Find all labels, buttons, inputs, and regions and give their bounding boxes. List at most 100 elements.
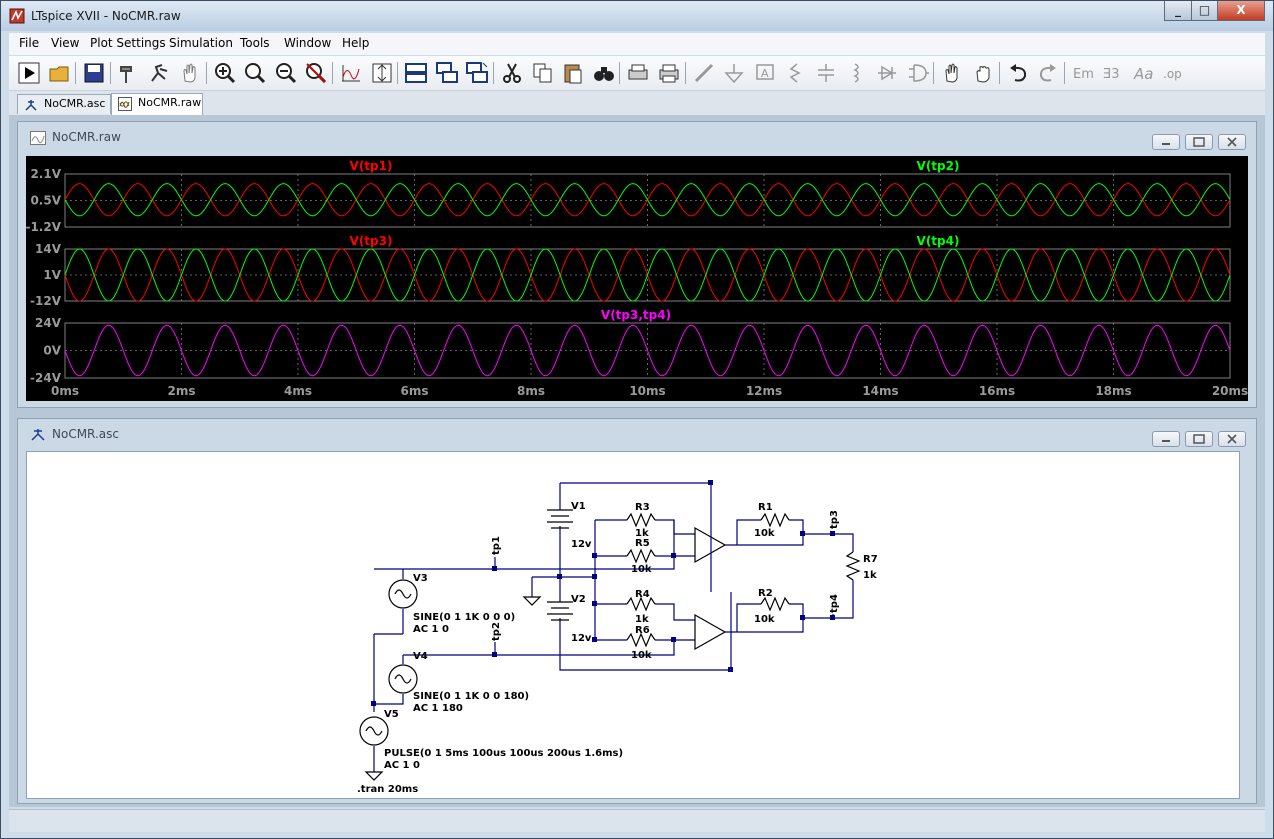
menu-window[interactable]: Window (284, 36, 332, 50)
tile-vertical-button[interactable] (465, 61, 489, 85)
label-r2[interactable]: R2 (758, 588, 773, 599)
copy-button[interactable] (531, 61, 555, 85)
maximize-button[interactable]: □ (1191, 1, 1218, 21)
resistor-r1[interactable] (760, 512, 790, 528)
ground-symbol-v5[interactable] (364, 771, 384, 781)
label-r1[interactable]: R1 (758, 502, 773, 513)
label-tran-directive[interactable]: .tran 20ms (357, 784, 418, 795)
zoom-in-button[interactable] (213, 61, 237, 85)
source-v5[interactable] (359, 716, 389, 746)
menu-tools[interactable]: Tools (240, 36, 270, 50)
title-bar[interactable]: LTspice XVII - NoCMR.raw _ □ X (1, 1, 1273, 31)
label-v3-ac[interactable]: AC 1 0 (413, 624, 449, 635)
label-r3-value[interactable]: 1k (635, 528, 649, 539)
find-button[interactable] (592, 61, 616, 85)
opamp-top[interactable] (694, 526, 727, 564)
zoom-fit-button[interactable] (243, 61, 267, 85)
tab-nocmr-raw[interactable]: NoCMR.raw (111, 93, 203, 115)
rotate-button[interactable]: Em (1071, 61, 1095, 85)
cut-button[interactable] (500, 61, 524, 85)
menu-simulation[interactable]: Simulation (169, 36, 233, 50)
zoom-out-button[interactable] (274, 61, 298, 85)
label-r4-value[interactable]: 1k (635, 614, 649, 625)
inductor-button[interactable] (845, 61, 869, 85)
move-button[interactable] (940, 61, 964, 85)
save-button[interactable] (82, 61, 106, 85)
drag-button[interactable] (971, 61, 995, 85)
label-r6[interactable]: R6 (635, 625, 650, 636)
autorange-button[interactable] (339, 61, 363, 85)
minimize-button[interactable]: _ (1164, 1, 1192, 21)
label-v1[interactable]: V1 (571, 501, 586, 512)
print-button[interactable] (657, 61, 681, 85)
resistor-r4[interactable] (626, 596, 656, 612)
mirror-button[interactable]: Ǝ3 (1101, 61, 1125, 85)
tile-horizontal-button[interactable] (404, 61, 428, 85)
ground-button[interactable] (722, 61, 746, 85)
label-v3[interactable]: V3 (413, 573, 428, 584)
waveform-restore-button[interactable] (1185, 134, 1213, 150)
resistor-r7[interactable] (845, 551, 861, 581)
label-r2-value[interactable]: 10k (754, 614, 775, 625)
cascade-button[interactable] (435, 61, 459, 85)
spice-directive-button[interactable]: .op (1163, 61, 1187, 85)
resistor-button[interactable] (783, 61, 807, 85)
label-v5-ac[interactable]: AC 1 0 (384, 760, 420, 771)
source-v4[interactable] (388, 664, 418, 694)
label-tp2[interactable]: tp2 (491, 622, 502, 641)
label-r7-value[interactable]: 1k (863, 570, 877, 581)
opamp-bottom[interactable] (694, 613, 727, 651)
menu-file[interactable]: File (19, 36, 40, 50)
diode-button[interactable] (875, 61, 899, 85)
label-r5-value[interactable]: 10k (631, 564, 652, 575)
fit-y-button[interactable] (370, 61, 394, 85)
waveform-plot[interactable]: 2.1V0.5V-1.2VV(tp1)V(tp2)14V1V-12VV(tp3)… (26, 156, 1248, 401)
label-tp3[interactable]: tp3 (829, 510, 840, 529)
component-button[interactable] (906, 61, 930, 85)
run-button[interactable] (17, 61, 41, 85)
schematic-drawing[interactable]: V1 12v V2 12v R3 1k R5 10k R4 1k R6 10k … (27, 452, 1239, 798)
label-v5-source[interactable]: PULSE(0 1 5ms 100us 100us 200us 1.6ms) (384, 748, 623, 759)
menu-view[interactable]: View (51, 36, 80, 50)
label-tp4[interactable]: tp4 (829, 594, 840, 613)
resistor-r2[interactable] (760, 596, 790, 612)
zoom-cancel-button[interactable] (304, 61, 328, 85)
label-r4[interactable]: R4 (635, 589, 650, 600)
open-button[interactable] (48, 61, 72, 85)
schematic-minimize-button[interactable] (1152, 431, 1180, 447)
label-tp1[interactable]: tp1 (491, 536, 502, 555)
label-r6-value[interactable]: 10k (631, 650, 652, 661)
source-v3[interactable] (388, 579, 418, 609)
probe-button[interactable] (147, 61, 171, 85)
resistor-r3[interactable] (626, 512, 656, 528)
menu-plot-settings[interactable]: Plot Settings (90, 36, 166, 50)
tab-nocmr-asc[interactable]: NoCMR.asc (17, 94, 111, 114)
battery-v1[interactable] (547, 509, 573, 529)
label-v4[interactable]: V4 (413, 651, 428, 662)
schematic-canvas[interactable]: V1 12v V2 12v R3 1k R5 10k R4 1k R6 10k … (26, 451, 1240, 799)
label-r1-value[interactable]: 10k (754, 528, 775, 539)
wire-button[interactable] (692, 61, 716, 85)
label-r5[interactable]: R5 (635, 538, 650, 549)
capacitor-button[interactable] (814, 61, 838, 85)
undo-button[interactable] (1006, 61, 1030, 85)
label-v1-value[interactable]: 12v (571, 539, 592, 550)
label-v5[interactable]: V5 (384, 709, 399, 720)
schematic-window[interactable]: NoCMR.asc (17, 418, 1257, 804)
label-v2-value[interactable]: 12v (571, 633, 592, 644)
ground-symbol[interactable] (522, 596, 542, 606)
resistor-r6[interactable] (626, 632, 656, 648)
resistor-r5[interactable] (626, 548, 656, 564)
schematic-close-button[interactable] (1218, 431, 1246, 447)
label-v4-source[interactable]: SINE(0 1 1K 0 0 180) (413, 691, 529, 702)
redo-button[interactable] (1036, 61, 1060, 85)
hammer-button[interactable] (117, 61, 141, 85)
battery-v2[interactable] (547, 601, 573, 621)
close-button[interactable]: X (1217, 1, 1265, 21)
print-preview-button[interactable] (626, 61, 650, 85)
waveform-close-button[interactable] (1218, 134, 1246, 150)
menu-help[interactable]: Help (342, 36, 370, 50)
label-r7[interactable]: R7 (863, 554, 878, 565)
label-v3-source[interactable]: SINE(0 1 1K 0 0 0) (413, 612, 515, 623)
